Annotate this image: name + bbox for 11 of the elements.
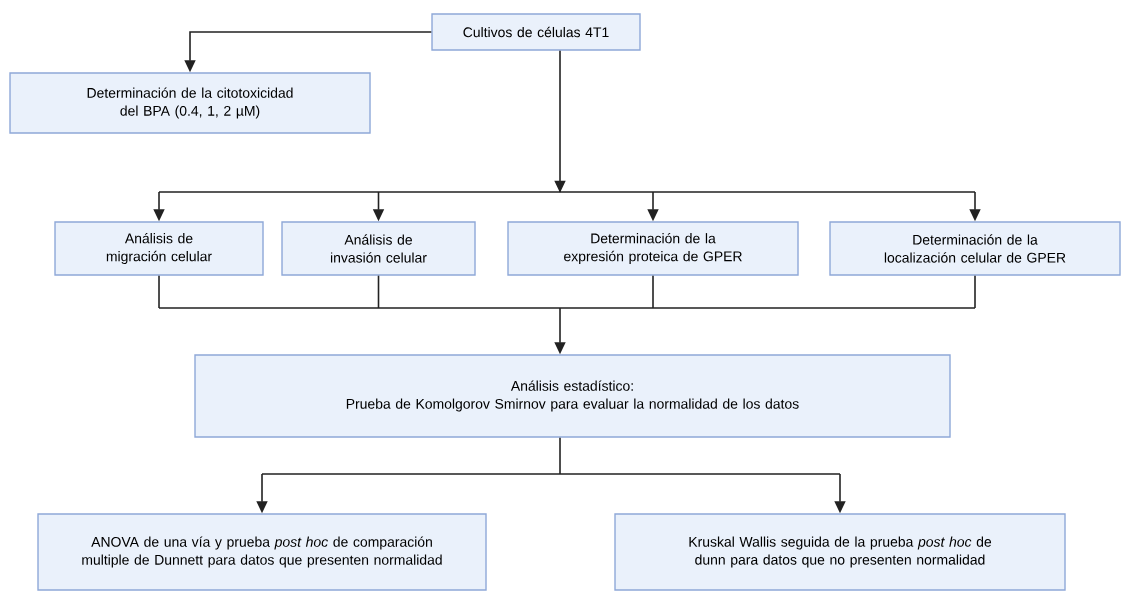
- process-box: ANOVA de una vía y prueba post hoc de comparación multiple de Dunnett para datos que presenten normalidad: [37, 513, 487, 591]
- process-box: Determinación de la expresión proteica de GPER: [507, 221, 799, 276]
- arrow: [261, 436, 841, 475]
- process-box: Cultivos de células 4T1: [431, 13, 641, 51]
- process-box: Análisis estadístico: Prueba de Komolgorov Smirnov para evaluar la normalidad de los datos: [194, 354, 951, 438]
- process-box: Análisis de migración celular: [54, 221, 264, 276]
- process-box: Análisis de invasión celular: [281, 221, 476, 276]
- process-box: Determinación de la localización celular de GPER: [829, 221, 1121, 276]
- arrow: [158, 49, 976, 193]
- process-box: Determinación de la citotoxicidad del BPA (0.4, 1, 2 µM): [9, 72, 371, 134]
- process-box: Kruskal Wallis seguida de la prueba post hoc de dunn para datos que no presenten normalidad: [614, 513, 1066, 591]
